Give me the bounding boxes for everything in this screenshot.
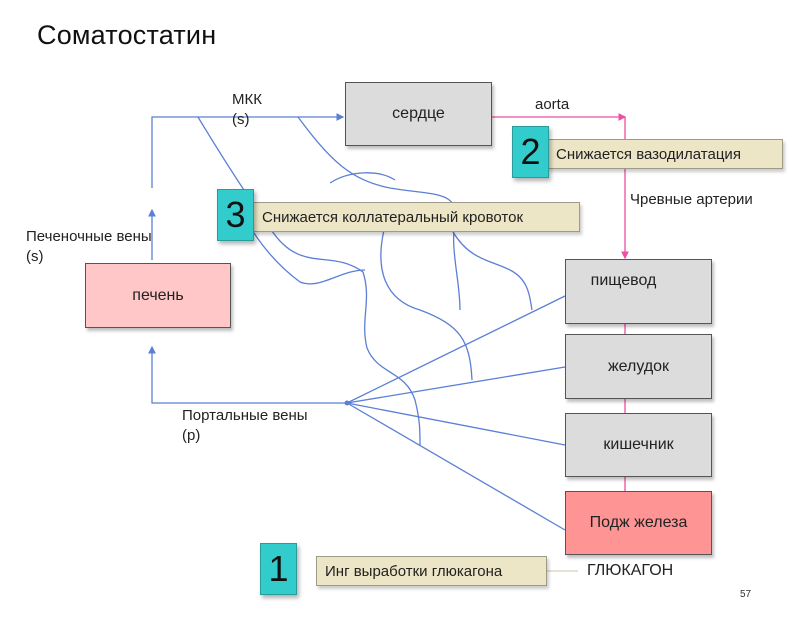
heart-box: сердце [345, 82, 492, 146]
esophagus-box: пищевод [565, 259, 712, 324]
portal-branch-pancreas [346, 402, 566, 531]
heart-label: сердце [392, 105, 445, 122]
hepatic-vein-upper-line [151, 113, 345, 188]
hepatic-vein-label: Печеночные вены (s) [26, 228, 152, 265]
portal-branch-stomach [346, 366, 566, 404]
effect-badge-3: 3 [217, 189, 254, 241]
intestine-box: кишечник [565, 413, 712, 477]
portal-junction-dot [344, 400, 350, 406]
portal-vein-line [148, 345, 345, 404]
aorta-label: aorta [535, 96, 570, 113]
collateral-line-3 [297, 116, 461, 311]
effect-note-3: Снижается коллатеральный кровоток [253, 202, 580, 232]
portal-branch-esophagus [346, 295, 566, 404]
collateral-line-5 [452, 231, 533, 311]
liver-label: печень [132, 286, 184, 304]
effect-note-2: Снижается вазодилатация [547, 139, 783, 169]
collateral-line-6 [329, 172, 396, 184]
celiac-artery-label: Чревные артерии [630, 191, 753, 208]
mkk-label: МКК (s) [232, 91, 262, 128]
stomach-label: желудок [607, 357, 670, 375]
portal-vein-label: Портальные вены (p) [182, 407, 308, 444]
slide-title: Соматостатин [37, 20, 217, 50]
effect-badge-2: 2 [512, 126, 549, 178]
pancreas-box: Подж железа [565, 491, 712, 555]
liver-box: печень [85, 263, 231, 328]
effect-note-1: Инг выработки глюкагона [316, 556, 547, 586]
esophagus-label: пищевод [590, 271, 657, 289]
effect-badge-1: 1 [260, 543, 297, 595]
pancreas-label: Подж железа [589, 514, 688, 531]
glucagon-label: ГЛЮКАГОН [587, 562, 674, 579]
stomach-box: желудок [565, 334, 712, 399]
collateral-line-4 [380, 229, 473, 381]
portal-branch-intestine [346, 402, 566, 446]
intestine-label: кишечник [603, 436, 674, 453]
page-number: 57 [740, 589, 752, 600]
